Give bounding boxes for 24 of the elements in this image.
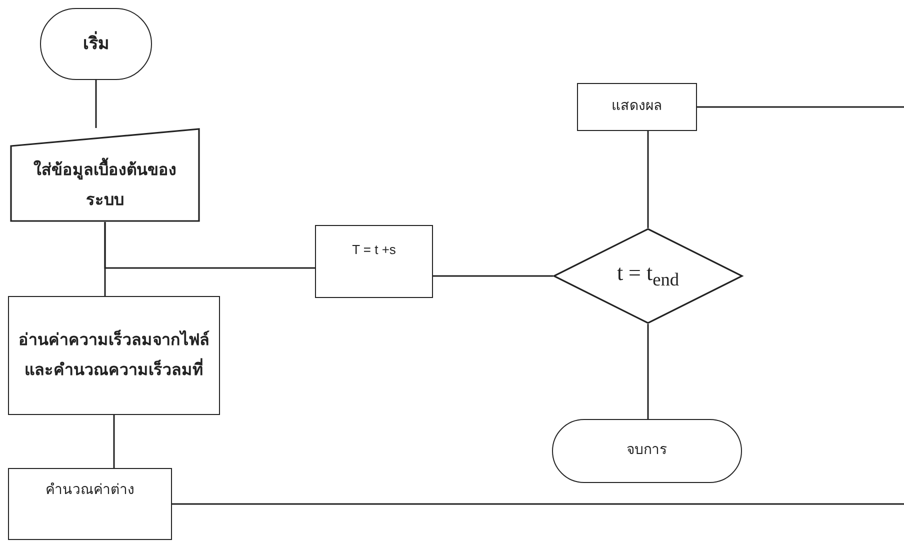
node-label: เริ่ม [83, 29, 109, 59]
node-label: t = t$_{end}$ [616, 258, 680, 292]
node-label: คำนวณค่าต่าง [46, 482, 134, 500]
process-box [315, 225, 433, 298]
connector-line [697, 106, 904, 108]
connector-line [172, 503, 904, 505]
process-box [8, 468, 172, 540]
end-terminal [552, 419, 742, 483]
node-label: T = t +s [352, 240, 396, 258]
connector-line [647, 131, 649, 228]
node-label: แสดงผล [612, 98, 662, 116]
connector-line [104, 222, 315, 269]
output-box [577, 83, 697, 131]
manual-input-shape [10, 128, 200, 222]
connector-line [113, 415, 115, 468]
connector-line [433, 275, 553, 277]
node-label: อ่านค่าความเร็วลมจากไฟล์และคำนวณความเร็วลมที่ [18, 328, 210, 380]
connector-line [647, 324, 649, 419]
node-label: ใส่ข้อมูลเบื้องต้นของระบบ [18, 156, 192, 216]
start-terminal [40, 8, 152, 80]
node-label: จบการ [626, 442, 668, 460]
connector-line [95, 80, 97, 128]
process-box [8, 296, 220, 415]
decision-diamond [553, 228, 743, 324]
